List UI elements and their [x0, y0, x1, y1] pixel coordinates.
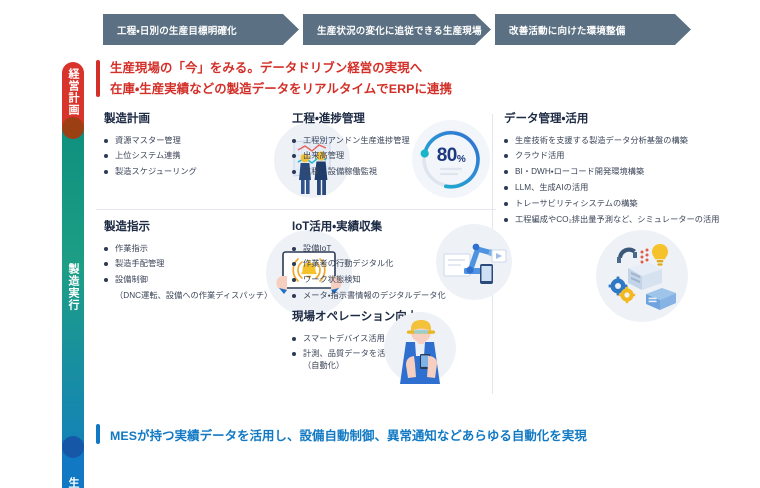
list-item: 工程編成やCO₂排出量予測など、シミュレーターの活用 [504, 214, 754, 226]
list-item: 作業者の行動デジタル化 [292, 258, 452, 270]
rail-node-execution-facility [62, 436, 84, 458]
headline-line-1: 生産現場の「今」をみる。データドリブン経営の実現へ [110, 61, 423, 75]
chevron-step-2-label: 生産状況の変化に追従できる生産現場 [317, 25, 482, 37]
capability-board: 製造計画 資源マスター管理 上位システム連携 製造スケジューリング [96, 112, 760, 406]
headline-accent-bar [96, 60, 100, 97]
chevron-step-2: 生産状況の変化に追従できる生産現場 [303, 14, 491, 45]
card-iot-collection: IoT活用・実績収集 設備IoT 作業者の行動デジタル化 ワーク状態検知 メータ… [292, 220, 452, 306]
card-field-operations: 現場オペレーション向上 スマートデバイス活用 計測、品質データを活用した設備制御… [292, 310, 452, 376]
rail-segment-execution [62, 118, 84, 450]
gauge-unit: % [456, 153, 466, 165]
chevron-step-3: 改善活動に向けた環境整備 [495, 14, 691, 45]
card-manufacturing-plan-bullets: 資源マスター管理 上位システム連携 製造スケジューリング [104, 135, 274, 179]
chevron-step-3-label: 改善活動に向けた環境整備 [509, 25, 626, 37]
list-item: 出来高管理 [292, 150, 452, 162]
list-item: 設備IoT [292, 243, 452, 255]
bottom-banner: MESが持つ実績データを活用し、設備自動制御、異常通知などあらゆる自動化を実現 [96, 424, 587, 444]
robot-arm-devices-icon [436, 224, 512, 300]
process-flow-chevrons: 工程・日別の生産目標明確化 生産状況の変化に追従できる生産現場 改善活動に向けた… [103, 14, 691, 45]
rail-label-facility: 生産設備 [62, 466, 84, 488]
row-divider [96, 209, 496, 210]
headline-text: 生産現場の「今」をみる。データドリブン経営の実現へ 在庫・生産実績などの製造デー… [110, 60, 452, 97]
list-item: スマートデバイス活用 [292, 333, 452, 345]
headline-block: 生産現場の「今」をみる。データドリブン経営の実現へ 在庫・生産実績などの製造デー… [96, 60, 452, 97]
card-data-management-bullets: 生産技術を支援する製造データ分析基盤の構築 クラウド活用 BI・DWH・ローコー… [504, 135, 754, 226]
list-item: クラウド活用 [504, 150, 754, 162]
rail-node-planning-execution [62, 117, 84, 139]
list-item: 工程別アンドン生産進捗管理 [292, 135, 452, 147]
card-data-management-title: データ管理・活用 [504, 113, 589, 125]
list-item: LLM、生成AIの活用 [504, 182, 754, 194]
tablet-alert-bell-icon [266, 230, 352, 316]
worker-smart-device-icon [384, 312, 456, 384]
card-iot-collection-bullets: 設備IoT 作業者の行動デジタル化 ワーク状態検知 メータ・指示書情報のデジタル… [292, 243, 452, 303]
rail-label-planning: 経営計画 [67, 68, 79, 116]
bottom-accent-bar [96, 424, 100, 444]
card-process-progress-bullets: 工程別アンドン生産進捗管理 出来高管理 工程、設備稼働監視 [292, 135, 452, 179]
list-item: 資源マスター管理 [104, 135, 274, 147]
lifecycle-rail: 経営計画 製造実行 生産設備 [62, 62, 84, 488]
card-field-operations-title: 現場オペレーション向上 [292, 311, 419, 323]
list-item: 設備制御 [104, 274, 274, 286]
rail-label-execution: 製造実行 [67, 263, 79, 311]
factory-equipment-isometric-icon [596, 230, 688, 322]
card-process-progress: 工程・進捗管理 工程別アンドン生産進捗管理 出来高管理 工程、設備稼働監視 [292, 112, 452, 182]
list-item: 製造スケジューリング [104, 166, 274, 178]
rail-segment-planning [62, 62, 84, 128]
card-manufacturing-plan-title: 製造計画 [104, 113, 150, 125]
list-item-note: （DNC運転、設備への作業ディスパッチ） [115, 291, 273, 301]
list-item: トレーサビリティシステムの構築 [504, 198, 754, 210]
chevron-step-1: 工程・日別の生産目標明確化 [103, 14, 299, 45]
card-field-operations-bullets: スマートデバイス活用 計測、品質データを活用した設備制御（自動化） [292, 333, 452, 373]
list-item: 製造手配管理 [104, 258, 274, 270]
list-item: BI・DWH・ローコード開発環境構築 [504, 166, 754, 178]
list-item: 作業指示 [104, 243, 274, 255]
gauge-value: 80 [436, 145, 458, 166]
gauge-value-wrap: 80% [412, 120, 490, 198]
bottom-banner-text: MESが持つ実績データを活用し、設備自動制御、異常通知などあらゆる自動化を実現 [110, 429, 587, 443]
card-manufacturing-plan: 製造計画 資源マスター管理 上位システム連携 製造スケジューリング [104, 112, 274, 182]
card-iot-collection-title: IoT活用・実績収集 [292, 221, 383, 233]
card-process-progress-title: 工程・進捗管理 [292, 113, 365, 125]
planning-board-workers-icon [274, 122, 350, 198]
list-item: ワーク状態検知 [292, 274, 452, 286]
list-item: 生産技術を支援する製造データ分析基盤の構築 [504, 135, 754, 147]
list-item: 計測、品質データを活用した設備制御（自動化） [292, 348, 452, 372]
card-manufacturing-instruction-title: 製造指示 [104, 221, 150, 233]
headline-line-2: 在庫・生産実績などの製造データをリアルタイムでERPに連携 [110, 81, 452, 96]
chevron-step-1-label: 工程・日別の生産目標明確化 [117, 25, 237, 37]
card-manufacturing-instruction-bullets: 作業指示 製造手配管理 設備制御 （DNC運転、設備への作業ディスパッチ） [104, 243, 274, 303]
progress-gauge: 80% [412, 120, 490, 198]
list-item: メータ・指示書情報のデジタルデータ化 [292, 290, 452, 302]
card-data-management: データ管理・活用 生産技術を支援する製造データ分析基盤の構築 クラウド活用 BI… [504, 112, 754, 230]
list-item: 工程、設備稼働監視 [292, 166, 452, 178]
card-manufacturing-instruction: 製造指示 作業指示 製造手配管理 設備制御 （DNC運転、設備への作業ディスパッ… [104, 220, 274, 306]
list-item: 上位システム連携 [104, 150, 274, 162]
